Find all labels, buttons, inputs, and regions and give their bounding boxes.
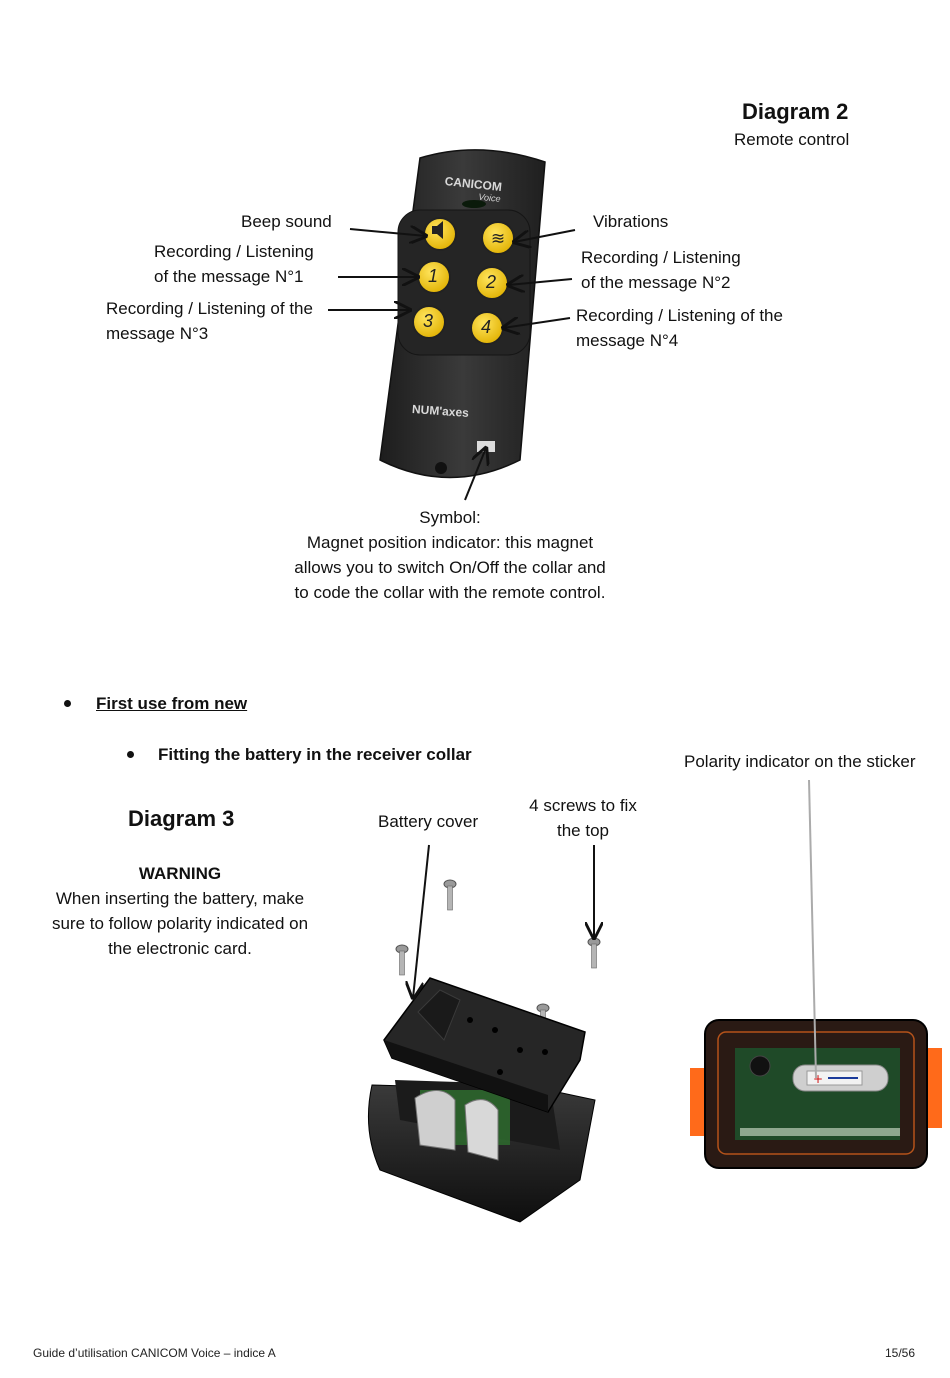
screw bbox=[587, 937, 601, 969]
button-1-label: 1 bbox=[428, 266, 439, 286]
label-message-1: Recording / Listening of the message N°1 bbox=[154, 239, 314, 289]
symbol-line1: Symbol: bbox=[419, 508, 481, 527]
battery-cover bbox=[383, 977, 586, 1113]
button-3 bbox=[412, 305, 446, 339]
beep-button bbox=[423, 217, 457, 251]
arrow-magnet bbox=[464, 448, 486, 501]
label-screws: 4 screws to fix the top bbox=[518, 793, 648, 843]
button-2-label: 2 bbox=[486, 272, 497, 292]
svg-text:≋: ≋ bbox=[491, 229, 505, 249]
symbol-line3: allows you to switch On/Off the collar a… bbox=[294, 558, 606, 577]
label-screws-line2: the top bbox=[557, 821, 609, 840]
section-heading: First use from new bbox=[96, 694, 248, 713]
receiver-box bbox=[367, 1080, 596, 1223]
bullet bbox=[64, 700, 71, 707]
section-subheading: Fitting the battery in the receiver coll… bbox=[158, 745, 472, 764]
warning-line1: When inserting the battery, make bbox=[55, 889, 305, 908]
symbol-line4: to code the collar with the remote contr… bbox=[294, 583, 606, 602]
symbol-line2: Magnet position indicator: this magnet bbox=[306, 533, 594, 552]
button-3-label: 3 bbox=[423, 311, 434, 331]
label-message-4-line1: Recording / Listening of the bbox=[576, 306, 783, 325]
label-screws-line1: 4 screws to fix bbox=[529, 796, 637, 815]
warning-line3: the electronic card. bbox=[108, 939, 252, 958]
screw bbox=[395, 944, 409, 976]
arrow-beep bbox=[349, 229, 426, 236]
label-beep-sound: Beep sound bbox=[241, 212, 332, 231]
label-message-3: Recording / Listening of the message N°3 bbox=[106, 296, 313, 346]
page-number: 15/56 bbox=[885, 1346, 916, 1360]
label-message-2-line1: Recording / Listening bbox=[581, 248, 741, 267]
arrow-message-2 bbox=[508, 279, 573, 285]
arrow-vibrations bbox=[514, 229, 576, 242]
lanyard-hole bbox=[435, 462, 447, 474]
label-message-1-line2: of the message N°1 bbox=[154, 267, 304, 286]
label-polarity: Polarity indicator on the sticker bbox=[684, 752, 916, 771]
label-message-4: Recording / Listening of the message N°4 bbox=[576, 303, 783, 353]
arrow-message-4 bbox=[503, 318, 571, 328]
label-message-4-line2: message N°4 bbox=[576, 331, 679, 350]
svg-text:+: + bbox=[813, 1072, 823, 1086]
vibration-button: ≋ bbox=[481, 221, 515, 255]
label-message-2: Recording / Listening of the message N°2 bbox=[581, 245, 741, 295]
pointer-polarity bbox=[808, 779, 817, 1079]
footer-left: Guide d’utilisation CANICOM Voice – indi… bbox=[33, 1346, 276, 1360]
label-message-3-line2: message N°3 bbox=[106, 324, 209, 343]
diagram2-title: Diagram 2 bbox=[742, 99, 849, 124]
warning-block: WARNING When inserting the battery, make… bbox=[30, 861, 330, 961]
magnet-symbol-caption: Symbol: Magnet position indicator: this … bbox=[270, 505, 630, 605]
diagram2-subtitle: Remote control bbox=[734, 130, 850, 149]
screw bbox=[443, 879, 457, 911]
sub-bullet bbox=[127, 751, 134, 758]
arrow-battery-cover bbox=[413, 844, 430, 998]
label-battery-cover: Battery cover bbox=[378, 812, 479, 831]
label-message-3-line1: Recording / Listening of the bbox=[106, 299, 313, 318]
label-message-1-line1: Recording / Listening bbox=[154, 242, 314, 261]
battery-holder bbox=[414, 1090, 456, 1151]
label-vibrations: Vibrations bbox=[593, 212, 669, 231]
button-4-label: 4 bbox=[481, 317, 492, 337]
warning-line2: sure to follow polarity indicated on bbox=[51, 914, 309, 933]
receiver-photo: + bbox=[690, 1019, 942, 1169]
warning-title: WARNING bbox=[138, 864, 222, 883]
led-indicator bbox=[462, 200, 486, 208]
label-message-2-line2: of the message N°2 bbox=[581, 273, 731, 292]
diagram3-title: Diagram 3 bbox=[128, 806, 235, 831]
